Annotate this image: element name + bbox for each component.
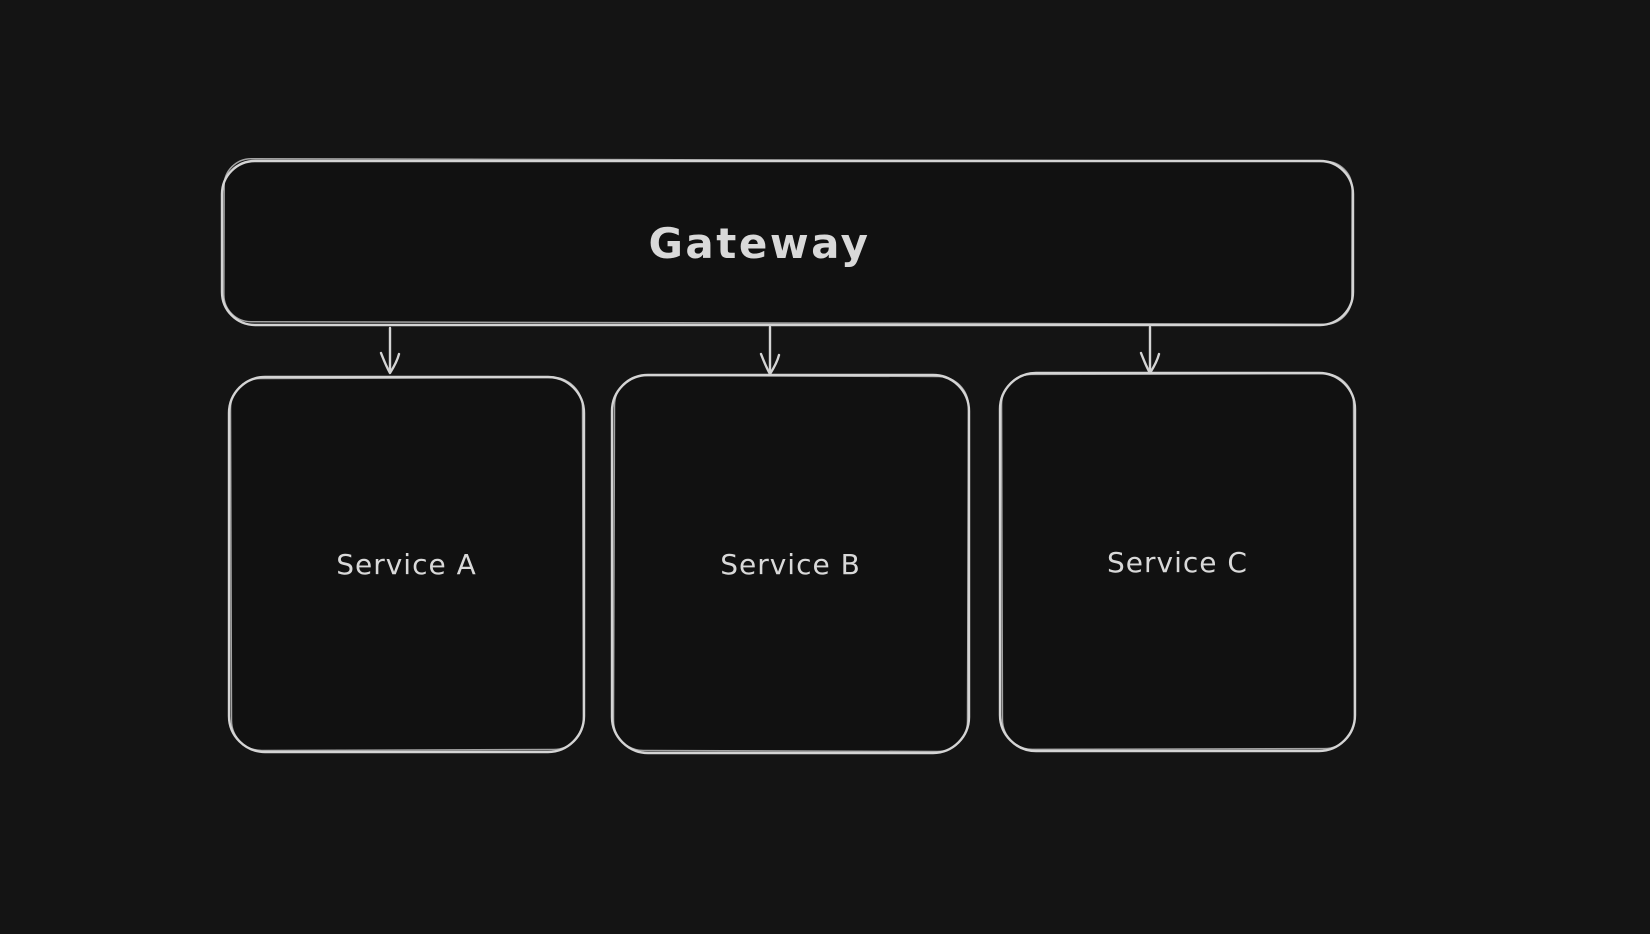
arrow-gateway-to-service-c-icon[interactable] [1139, 325, 1161, 375]
gateway-box[interactable] [220, 157, 1355, 327]
service-a-label[interactable]: Service A [336, 548, 477, 581]
arrow-gateway-to-service-a-icon[interactable] [379, 326, 401, 375]
service-c-box[interactable] [998, 371, 1357, 753]
gateway-label[interactable]: Gateway [648, 218, 871, 268]
arrow-gateway-to-service-b-icon[interactable] [759, 325, 781, 376]
service-c-label[interactable]: Service C [1107, 545, 1248, 579]
service-b-box[interactable] [610, 373, 971, 755]
service-b-label[interactable]: Service B [720, 547, 861, 581]
service-a-box[interactable] [227, 375, 586, 754]
